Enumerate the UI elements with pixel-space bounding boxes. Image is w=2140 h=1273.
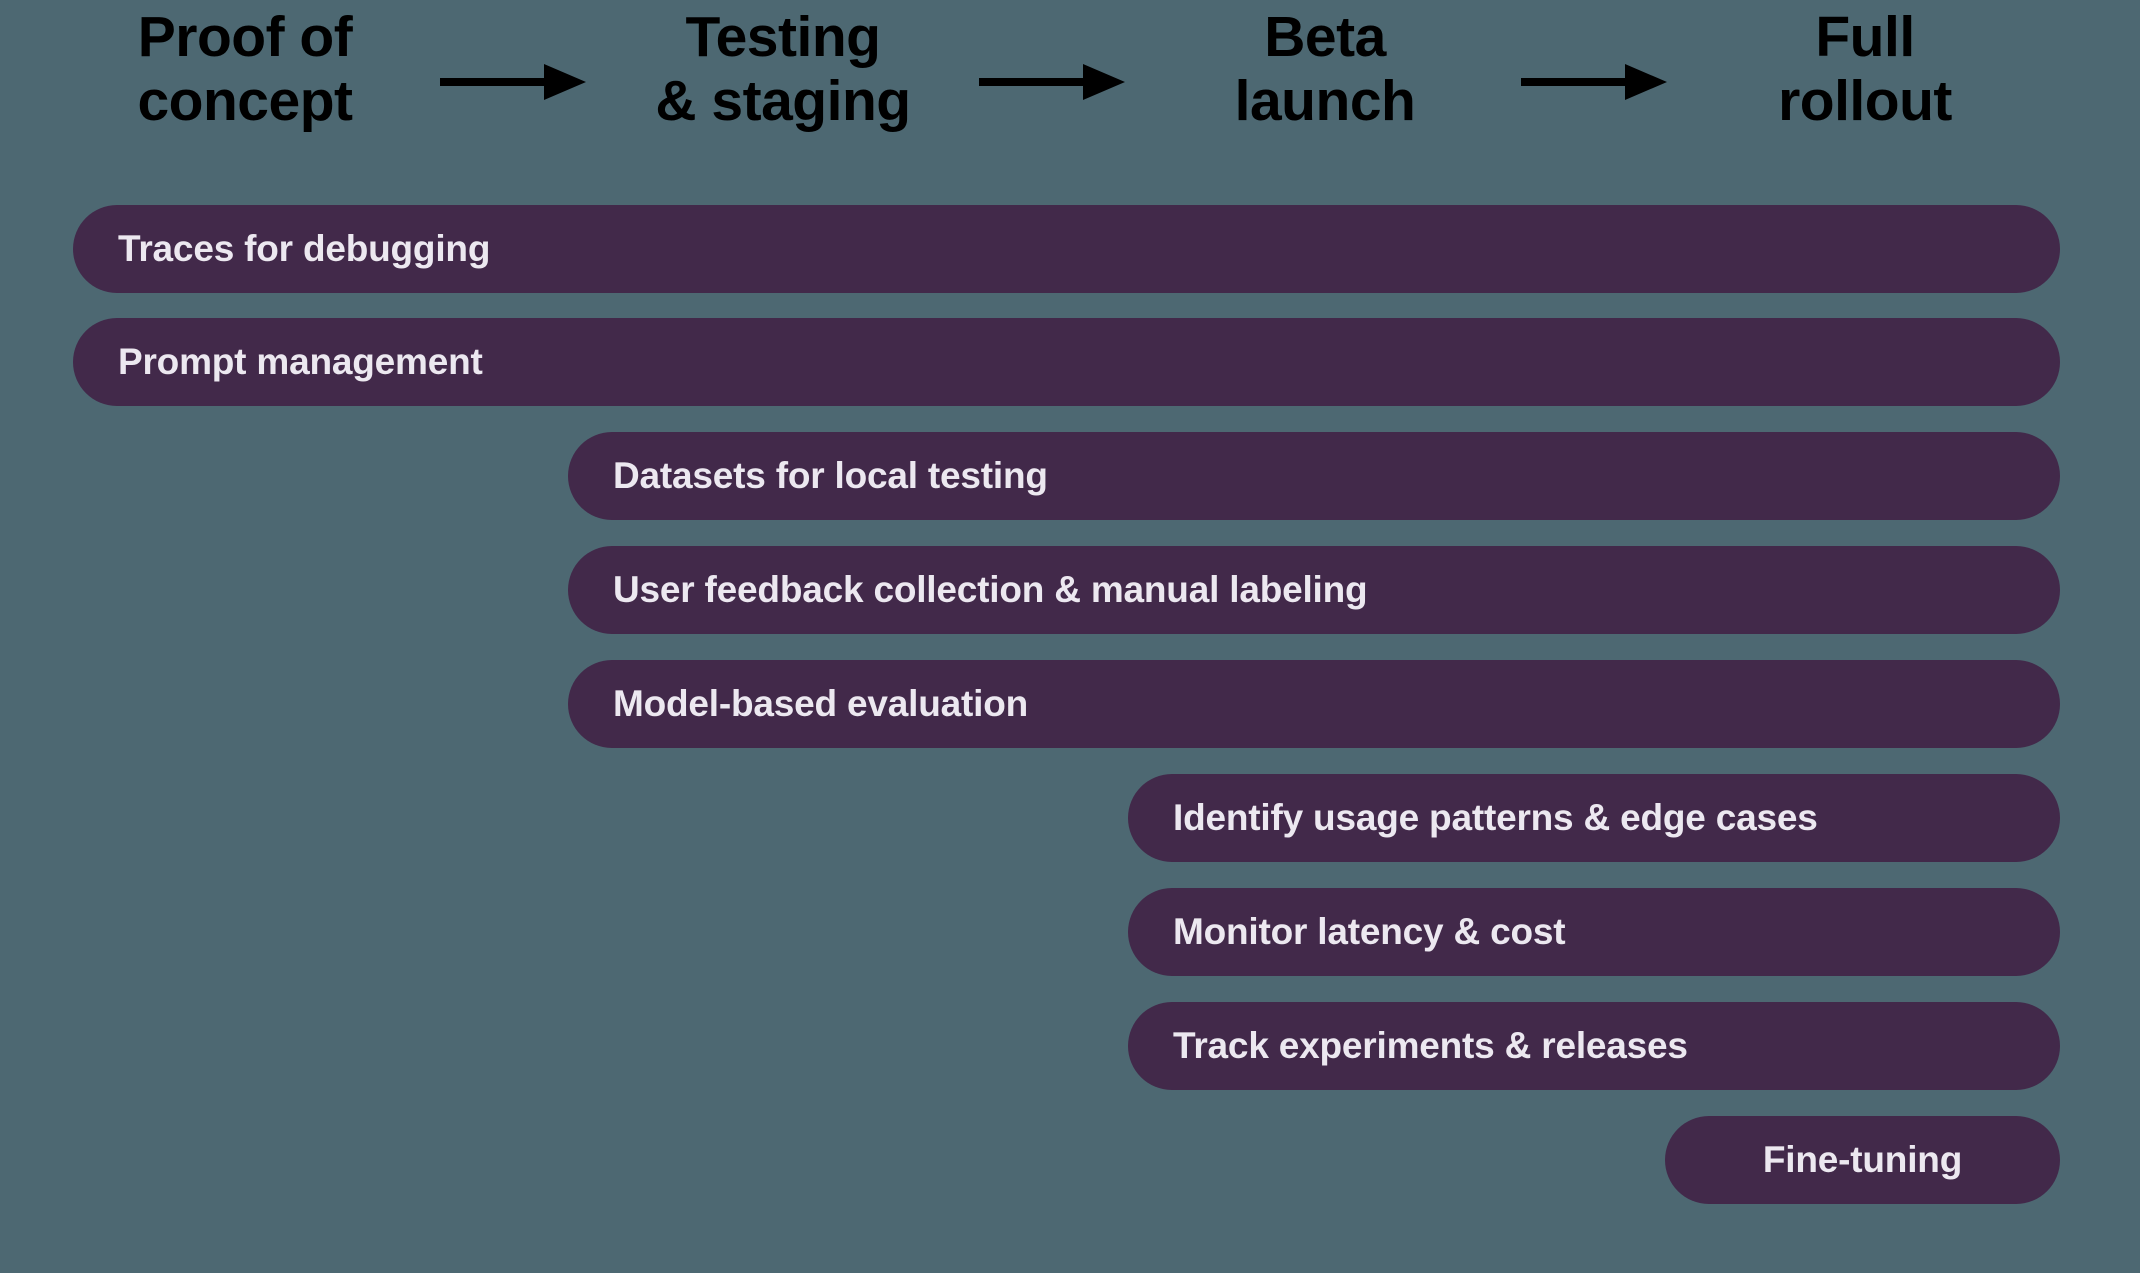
capability-bar-traces-for-debugging[interactable]: Traces for debugging <box>73 205 2060 293</box>
capability-bar-label: Datasets for local testing <box>613 455 1048 496</box>
capability-bar-user-feedback-collection-and-manual-labeling[interactable]: User feedback collection & manual labeli… <box>568 546 2060 634</box>
phase-label-line-2: rollout <box>1778 68 1952 133</box>
capability-bar-identify-usage-patterns-and-edge-cases[interactable]: Identify usage patterns & edge cases <box>1128 774 2060 862</box>
capability-bar-label: Track experiments & releases <box>1173 1025 1688 1066</box>
capability-bar-prompt-management[interactable]: Prompt management <box>73 318 2060 406</box>
capability-bar-label: Fine-tuning <box>1762 1139 1963 1180</box>
phase-arrow-icon-arrow-3 <box>1521 64 1667 100</box>
phase-label-line-1: Testing <box>685 5 881 69</box>
capability-bar-label: Traces for debugging <box>118 228 491 269</box>
capability-bar-label: User feedback collection & manual labeli… <box>613 569 1368 610</box>
capability-bar-label: Identify usage patterns & edge cases <box>1173 797 1818 838</box>
capability-bar-track-experiments-and-releases[interactable]: Track experiments & releases <box>1128 1002 2060 1090</box>
phase-label-line-2: concept <box>137 68 353 133</box>
phase-label-testing-and-staging: Testing& staging <box>633 5 933 134</box>
phase-label-line-1: Beta <box>1264 5 1386 69</box>
capability-bar-label: Prompt management <box>118 341 483 382</box>
phase-arrow-icon-arrow-1 <box>440 64 586 100</box>
capability-bar-label: Model-based evaluation <box>613 683 1029 724</box>
capability-bar-model-based-evaluation[interactable]: Model-based evaluation <box>568 660 2060 748</box>
phase-label-line-1: Proof of <box>137 5 353 69</box>
capability-bar-datasets-for-local-testing[interactable]: Datasets for local testing <box>568 432 2060 520</box>
phase-label-line-2: launch <box>1234 68 1416 133</box>
phase-label-line-2: & staging <box>655 68 911 133</box>
phase-arrow-icon-arrow-2 <box>979 64 1125 100</box>
capability-bar-fine-tuning[interactable]: Fine-tuning <box>1665 1116 2060 1204</box>
capability-bar-label: Monitor latency & cost <box>1173 911 1566 952</box>
capability-bar-monitor-latency-and-cost[interactable]: Monitor latency & cost <box>1128 888 2060 976</box>
phase-label-line-1: Full <box>1815 5 1915 69</box>
